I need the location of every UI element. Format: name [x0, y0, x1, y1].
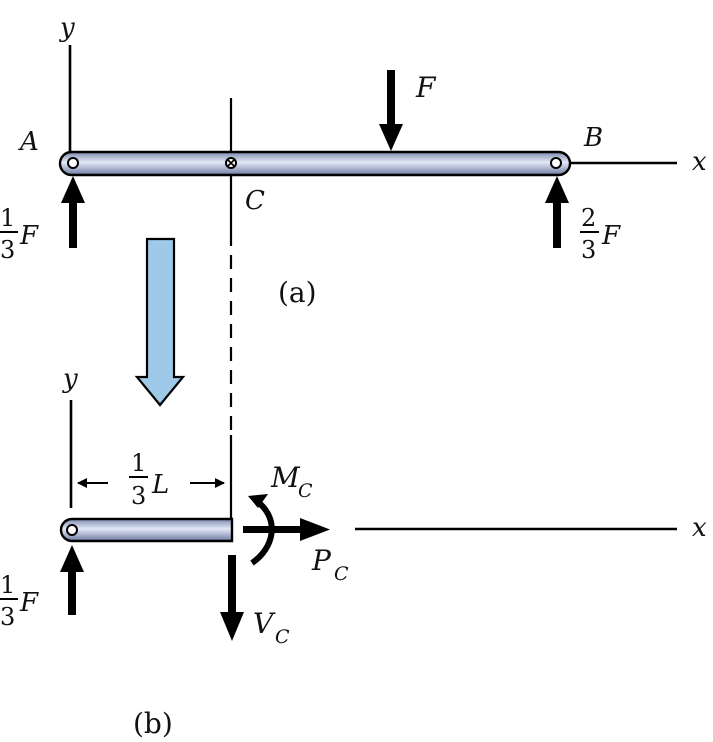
svg-text:M: M: [270, 461, 301, 494]
svg-text:C: C: [334, 563, 349, 585]
shear-vc-arrow: [220, 555, 244, 641]
reaction-a-b-arrow: [60, 545, 84, 615]
svg-text:3: 3: [0, 603, 15, 631]
x-axis-label-b: x: [692, 513, 707, 543]
caption-b: (b): [133, 707, 173, 740]
svg-text:P: P: [311, 544, 332, 577]
x-axis-label-a: x: [692, 147, 707, 177]
svg-text:F: F: [19, 588, 39, 618]
axial-pc-label: P C: [311, 544, 349, 585]
beam-segment-ac: [59, 517, 234, 543]
point-c-marker-icon: [225, 157, 237, 169]
svg-text:3: 3: [131, 482, 146, 510]
svg-text:3: 3: [0, 236, 15, 264]
svg-text:1: 1: [0, 204, 15, 232]
svg-text:L: L: [151, 470, 169, 500]
reaction-a-b-value: 1 3 F: [0, 571, 39, 631]
svg-text:C: C: [298, 480, 313, 502]
figure-a: y x A B C F 1 3: [0, 13, 707, 435]
svg-text:V: V: [253, 607, 276, 640]
svg-text:F: F: [601, 221, 621, 251]
reaction-b-value: 2 3 F: [580, 204, 621, 264]
load-f-arrow: [379, 70, 403, 151]
axial-pc-arrow: [243, 518, 330, 541]
pin-b-icon: [550, 157, 562, 169]
pin-a-b-icon: [66, 524, 78, 536]
svg-text:C: C: [275, 626, 290, 648]
reaction-a-arrow: [61, 176, 85, 248]
svg-text:1: 1: [131, 449, 146, 477]
beam-ab: [58, 150, 572, 177]
svg-text:1: 1: [0, 571, 15, 599]
caption-a: (a): [278, 276, 317, 309]
moment-mc-arrow: [248, 494, 275, 566]
load-f-label: F: [415, 71, 437, 104]
figure-b: y 1 3 L x M C: [0, 364, 707, 740]
shear-vc-label: V C: [253, 607, 290, 648]
point-a-label: A: [18, 127, 39, 157]
y-axis-label-a: y: [59, 13, 75, 43]
reaction-a-value: 1 3 F: [0, 204, 39, 264]
point-b-label: B: [583, 123, 603, 153]
svg-text:2: 2: [581, 204, 596, 232]
point-c-label: C: [245, 186, 265, 216]
svg-text:3: 3: [581, 236, 596, 264]
y-axis-label-b: y: [62, 364, 78, 394]
pin-a-icon: [67, 157, 79, 169]
reaction-b-arrow: [545, 176, 569, 248]
moment-mc-label: M C: [270, 461, 313, 502]
length-label: 1 3 L: [129, 449, 169, 510]
svg-text:F: F: [19, 221, 39, 251]
transition-down-arrow-icon: [134, 237, 186, 407]
